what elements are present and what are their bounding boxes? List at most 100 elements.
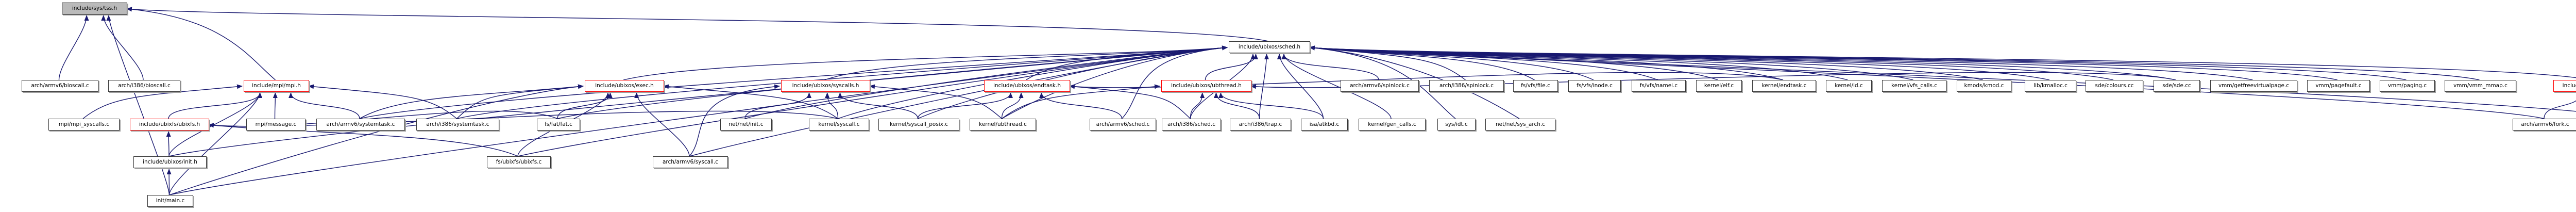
graph-node-getfree[interactable]: vmm/getfreevirtualpage.c xyxy=(2210,80,2297,92)
graph-node-inith[interactable]: include/ubixos/init.h xyxy=(133,156,207,168)
graph-node-endtaskh[interactable]: include/ubixos/endtask.h xyxy=(984,80,1070,92)
include-edge-a6systask-to-sched xyxy=(359,45,1228,119)
include-edge-ubthreadh-to-sched xyxy=(1205,54,1258,80)
include-edge-i386fork-to-sched xyxy=(1309,45,2576,112)
include-edge-ubthreadc-to-endtaskh xyxy=(1001,92,1024,119)
graph-node-tss[interactable]: include/sys/tss.h xyxy=(62,3,127,14)
graph-node-syscalls[interactable]: include/ubixos/syscalls.h xyxy=(781,80,870,92)
include-edge-ubthreadc-to-ubthreadh xyxy=(1002,84,1160,119)
graph-node-elf[interactable]: kernel/elf.c xyxy=(1696,80,1742,92)
include-edge-syscallc-to-sched xyxy=(838,45,1228,119)
graph-node-sysarch[interactable]: net/net/sys_arch.c xyxy=(1485,119,1555,131)
include-edge-mpi-to-tss xyxy=(126,7,276,80)
graph-node-a6sched[interactable]: arch/armv6/sched.c xyxy=(1090,119,1156,131)
include-edge-fat-to-sched xyxy=(557,45,1228,119)
graph-node-ld[interactable]: kernel/ld.c xyxy=(1826,80,1872,92)
include-edge-a6systask-to-exec xyxy=(359,84,584,119)
include-edge-posix-to-syscalls xyxy=(838,92,919,119)
graph-node-exec[interactable]: include/ubixos/exec.h xyxy=(585,80,664,92)
graph-node-a6spin[interactable]: arch/armv6/spinlock.c xyxy=(1341,80,1419,92)
include-edge-inith-to-sched xyxy=(168,45,1228,157)
graph-node-vfsfile[interactable]: fs/vfs/file.c xyxy=(1513,80,1558,92)
include-edge-a6syscall-to-exec xyxy=(634,92,690,157)
graph-node-atkbd[interactable]: isa/atkbd.c xyxy=(1301,119,1348,131)
include-edge-netinit-to-sched xyxy=(744,45,1228,119)
graph-node-a6syscall[interactable]: arch/armv6/syscall.c xyxy=(653,156,728,168)
include-edge-i386systask-to-exec xyxy=(456,84,584,119)
graph-node-mpisys[interactable]: mpi/mpi_syscalls.c xyxy=(48,119,120,131)
graph-node-gencalls[interactable]: kernel/gen_calls.c xyxy=(1359,119,1426,131)
graph-node-vfsinode[interactable]: fs/vfs/inode.c xyxy=(1568,80,1621,92)
graph-node-colours[interactable]: sde/colours.cc xyxy=(2086,80,2143,92)
graph-node-main[interactable]: init/main.c xyxy=(147,195,193,207)
graph-node-mmap[interactable]: vmm/vmm_mmap.c xyxy=(2445,80,2516,92)
graph-node-message[interactable]: mpi/message.c xyxy=(246,119,306,131)
graph-node-idt[interactable]: sys/idt.c xyxy=(1437,119,1476,131)
include-edge-a6syscall-to-syscalls xyxy=(689,84,780,157)
include-edge-inith-to-mpi xyxy=(168,92,262,157)
include-edge-atkbd-to-ubthreadh xyxy=(1218,92,1324,119)
include-edge-sysarch-to-sched xyxy=(1309,45,1520,119)
graph-node-paging[interactable]: vmm/paging.c xyxy=(2380,80,2435,92)
include-edge-trap-to-sched xyxy=(1259,54,1269,119)
graph-node-a6bios[interactable]: arch/armv6/bioscall.c xyxy=(22,80,98,92)
include-edge-exec-to-sched xyxy=(623,45,1228,80)
include-edge-main-to-mpi xyxy=(168,92,262,195)
include-edge-mpisys-to-mpi xyxy=(82,84,243,119)
include-edge-endtaskc-to-endtaskh xyxy=(1069,72,1784,89)
graph-node-forkh[interactable]: include/ubixos/fork.h xyxy=(2553,80,2576,92)
graph-node-mpi[interactable]: include/mpi/mpi.h xyxy=(244,80,309,92)
include-edge-main-to-tss xyxy=(106,15,170,195)
graph-node-pagefault[interactable]: vmm/pagefault.c xyxy=(2307,80,2370,92)
include-edge-a6spin-to-sched xyxy=(1281,54,1379,80)
include-edge-trap-to-ubthreadh xyxy=(1214,92,1260,119)
graph-node-a6systask[interactable]: arch/armv6/systemtask.c xyxy=(316,119,405,131)
include-edge-i386sched-to-endtaskh xyxy=(1069,84,1191,119)
include-edge-a6bios-to-tss xyxy=(58,15,89,80)
include-edge-sched-to-tss xyxy=(126,7,1269,42)
include-edge-posix-to-sched xyxy=(918,45,1228,119)
graph-node-vfsnamei[interactable]: fs/vfs/namei.c xyxy=(1632,80,1686,92)
include-edge-a6syscall-to-sched xyxy=(689,45,1228,157)
graph-node-kmod[interactable]: kmods/kmod.c xyxy=(1957,80,2011,92)
graph-node-sched[interactable]: include/ubixos/sched.h xyxy=(1229,41,1310,53)
graph-node-syscallc[interactable]: kernel/syscall.c xyxy=(809,119,869,131)
include-edge-a6sched-to-endtaskh xyxy=(1039,92,1123,119)
include-edge-syscallc-to-exec xyxy=(663,84,838,119)
graph-node-i386systask[interactable]: arch/i386/systemtask.c xyxy=(416,119,499,131)
include-edge-i386sched-to-ubthreadh xyxy=(1190,92,1205,119)
graph-node-trap[interactable]: arch/i386/trap.c xyxy=(1230,119,1291,131)
include-edge-atkbd-to-sched xyxy=(1277,54,1324,119)
include-edge-ubthreadc-to-sched xyxy=(1002,45,1228,119)
graph-node-i386spin[interactable]: arch/i386/spinlock.c xyxy=(1429,80,1504,92)
include-edge-inith-to-ubixfsh xyxy=(166,131,171,157)
graph-node-posix[interactable]: kernel/syscall_posix.c xyxy=(878,119,959,131)
graph-node-endtaskc[interactable]: kernel/endtask.c xyxy=(1752,80,1816,92)
include-edge-ubixfsh-to-mpi xyxy=(168,92,262,119)
graph-node-fat[interactable]: fs/fat/fat.c xyxy=(537,119,580,131)
graph-node-i386bios[interactable]: arch/i386/bioscall.c xyxy=(108,80,180,92)
graph-node-ubixfsc[interactable]: fs/ubixfs/ubixfs.c xyxy=(487,156,551,168)
include-edge-gencalls-to-sched xyxy=(1281,54,1392,119)
graph-node-ubthreadc[interactable]: kernel/ubthread.c xyxy=(970,119,1036,131)
graph-node-ubthreadh[interactable]: include/ubixos/ubthread.h xyxy=(1161,80,1251,92)
graph-node-i386sched[interactable]: arch/i386/sched.c xyxy=(1162,119,1221,131)
graph-node-vfscalls[interactable]: kernel/vfs_calls.c xyxy=(1882,80,1946,92)
include-edge-syscalls-to-sched xyxy=(824,45,1228,80)
include-edge-a6sched-to-sched xyxy=(1121,45,1228,119)
graph-node-sdecc[interactable]: sde/sde.cc xyxy=(2154,80,2200,92)
graph-node-a6fork[interactable]: arch/armv6/fork.c xyxy=(2513,119,2576,131)
include-edge-i386systask-to-sched xyxy=(456,45,1228,119)
include-edge-a6systask-to-mpi xyxy=(289,92,360,119)
include-edge-idt-to-sched xyxy=(1309,45,1456,119)
include-edge-message-to-mpi xyxy=(273,92,278,119)
include-edge-i386systask-to-mpi xyxy=(308,84,457,119)
graph-node-ubixfsh[interactable]: include/ubixfs/ubixfs.h xyxy=(130,119,209,131)
include-edge-i386bios-to-tss xyxy=(101,15,144,80)
include-edge-main-to-sched xyxy=(169,45,1228,195)
graph-node-kmalloc[interactable]: lib/kmalloc.c xyxy=(2025,80,2076,92)
include-edge-main-to-exec xyxy=(169,84,584,195)
include-edge-a6fork-to-forkh xyxy=(2544,100,2576,119)
graph-node-netinit[interactable]: net/net/init.c xyxy=(720,119,772,131)
